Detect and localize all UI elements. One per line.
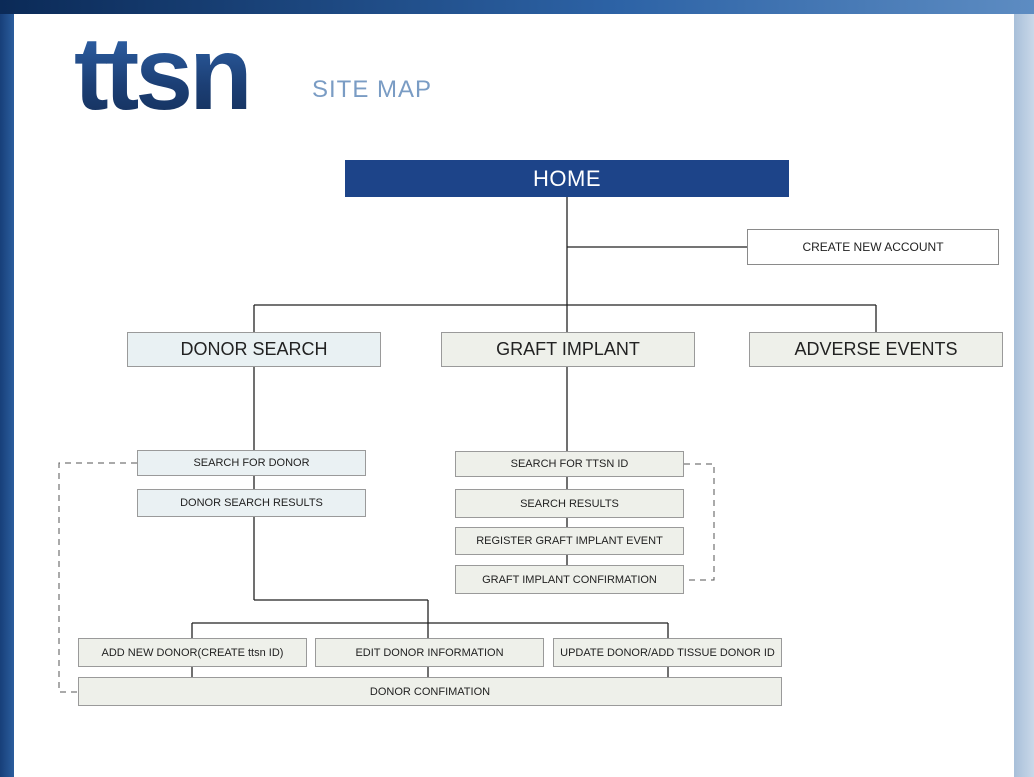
- home-node: HOME: [345, 160, 789, 197]
- register-graft-implant-node: REGISTER GRAFT IMPLANT EVENT: [455, 527, 684, 555]
- connector-graft-loop: [684, 463, 715, 581]
- graft-implant-node: GRAFT IMPLANT: [441, 332, 695, 367]
- page-title: SITE MAP: [312, 76, 433, 103]
- donor-search-results-node: DONOR SEARCH RESULTS: [137, 489, 366, 517]
- left-border: [0, 14, 14, 777]
- donor-confirmation-node: DONOR CONFIMATION: [78, 677, 782, 706]
- edit-donor-info-node: EDIT DONOR INFORMATION: [315, 638, 544, 667]
- connector-lines: [58, 197, 877, 693]
- graft-implant-confirmation-node: GRAFT IMPLANT CONFIRMATION: [455, 565, 684, 594]
- search-results-node: SEARCH RESULTS: [455, 489, 684, 518]
- search-ttsn-id-node: SEARCH FOR TTSN ID: [455, 451, 684, 477]
- sitemap-canvas: ttsn SITE MAP: [14, 14, 1014, 777]
- update-donor-node: UPDATE DONOR/ADD TISSUE DONOR ID: [553, 638, 782, 667]
- add-new-donor-node: ADD NEW DONOR(CREATE ttsn ID): [78, 638, 307, 667]
- connector-donor-loop: [58, 462, 137, 693]
- right-border: [1014, 14, 1034, 777]
- search-for-donor-node: SEARCH FOR DONOR: [137, 450, 366, 476]
- top-border: [0, 0, 1034, 14]
- donor-search-node: DONOR SEARCH: [127, 332, 381, 367]
- ttsn-logo: ttsn: [74, 16, 253, 132]
- create-account-node: CREATE NEW ACCOUNT: [747, 229, 999, 265]
- adverse-events-node: ADVERSE EVENTS: [749, 332, 1003, 367]
